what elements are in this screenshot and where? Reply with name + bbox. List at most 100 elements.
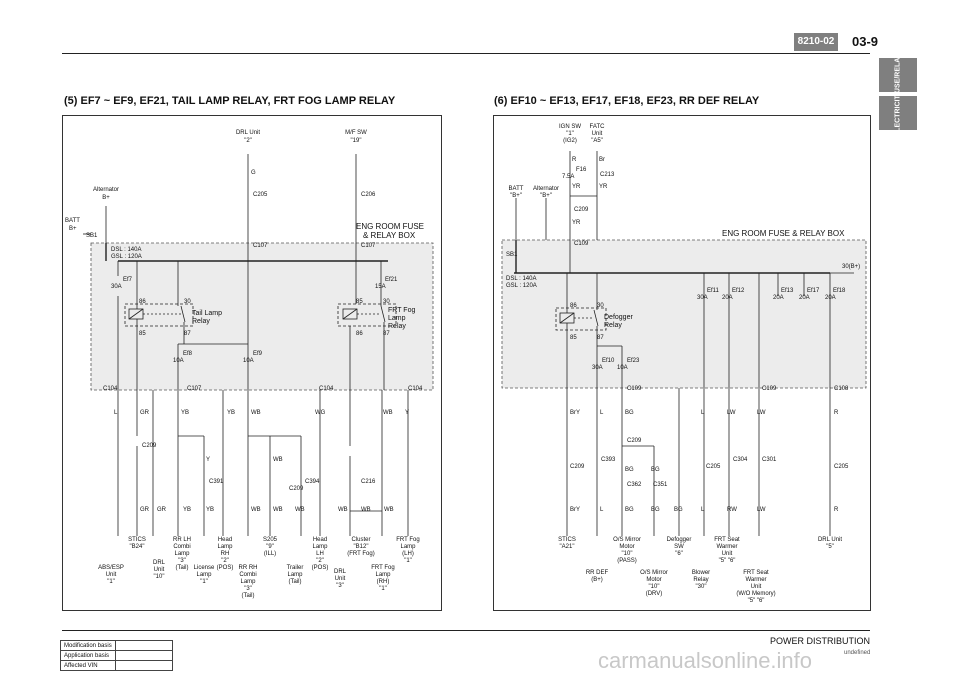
svg-text:"1": "1" bbox=[200, 579, 208, 585]
ef7-label: Ef7 bbox=[123, 277, 133, 283]
r-wire-yr-3: YR bbox=[572, 220, 581, 226]
wire-wb-5: WB bbox=[295, 507, 305, 513]
right-sb1-label: SB1 bbox=[506, 252, 518, 258]
ign-sw-pin: "1" bbox=[566, 131, 574, 137]
svg-text:Unit: Unit bbox=[106, 572, 117, 578]
svg-text:Head: Head bbox=[218, 537, 232, 543]
svg-text:(POS): (POS) bbox=[217, 565, 234, 571]
c213-label: C213 bbox=[600, 172, 615, 178]
svg-text:RR DEF: RR DEF bbox=[586, 570, 609, 576]
svg-text:"30": "30" bbox=[696, 584, 707, 590]
ef10-label: Ef10 bbox=[602, 358, 615, 364]
svg-text:(FRT Fog): (FRT Fog) bbox=[347, 551, 374, 557]
ef23-amp: 10A bbox=[617, 365, 628, 371]
ef21-amp: 15A bbox=[375, 284, 386, 290]
tail-relay-label-2: Relay bbox=[192, 318, 210, 325]
svg-text:RH: RH bbox=[221, 551, 230, 557]
pin-86: 86 bbox=[139, 299, 146, 305]
svg-text:Trailer: Trailer bbox=[287, 565, 304, 571]
svg-text:(LH): (LH) bbox=[402, 551, 414, 557]
svg-text:"5" "6": "5" "6" bbox=[719, 558, 736, 564]
c109-label-r2: C109 bbox=[627, 386, 642, 392]
side-tab-electricity[interactable]: ELECTRICITY bbox=[879, 90, 917, 136]
svg-text:"10": "10" bbox=[622, 551, 633, 557]
svg-text:"10": "10" bbox=[154, 574, 165, 580]
fog-relay-label-2: Lamp bbox=[388, 315, 406, 322]
ef7-amp: 30A bbox=[111, 284, 122, 290]
svg-text:Combi: Combi bbox=[239, 572, 256, 578]
ign-sw-ig2: (IG2) bbox=[563, 138, 577, 144]
svg-text:(Tail): (Tail) bbox=[242, 593, 255, 599]
drl-unit-pin: "2" bbox=[244, 138, 252, 144]
svg-text:RR LH: RR LH bbox=[173, 537, 191, 543]
r-wire-bg-6: BG bbox=[674, 507, 683, 513]
wire-wb-3: WB bbox=[251, 507, 261, 513]
wire-g: G bbox=[251, 170, 256, 176]
right-bottom-components: STICS"A21" RR DEF(B+) O/S MirrorMotor"10… bbox=[558, 537, 842, 604]
svg-text:FRT Fog: FRT Fog bbox=[371, 565, 394, 571]
svg-text:Warmer: Warmer bbox=[716, 544, 737, 550]
right-dsl-label: DSL : 140A bbox=[506, 276, 536, 282]
r-wire-l-3: L bbox=[701, 410, 705, 416]
svg-text:"1": "1" bbox=[404, 558, 412, 564]
r-wire-l: L bbox=[600, 410, 604, 416]
r-wire-bg-4: BG bbox=[625, 507, 634, 513]
r-wire-r-2: R bbox=[834, 410, 839, 416]
wire-wb-2: WB bbox=[383, 410, 393, 416]
svg-text:RR RH: RR RH bbox=[239, 565, 258, 571]
svg-text:(ILL): (ILL) bbox=[264, 551, 276, 557]
ef23-label: Ef23 bbox=[627, 358, 640, 364]
f16-amp: 7.5A bbox=[562, 174, 574, 180]
ef17-label: Ef17 bbox=[807, 288, 820, 294]
fatc-unit: Unit bbox=[592, 131, 603, 137]
svg-text:(B+): (B+) bbox=[591, 577, 603, 583]
c107-label-2: C107 bbox=[361, 243, 376, 249]
r-wire-lw: LW bbox=[727, 410, 736, 416]
wire-yb: YB bbox=[181, 410, 189, 416]
svg-text:FRT Seat: FRT Seat bbox=[714, 537, 740, 543]
c104-label: C104 bbox=[103, 386, 118, 392]
ef18-label: Ef18 bbox=[833, 288, 846, 294]
r-wire-rw: RW bbox=[727, 507, 737, 513]
svg-text:ABS/ESP: ABS/ESP bbox=[98, 565, 124, 571]
c107-label-3: C107 bbox=[187, 386, 202, 392]
fog-relay-label-3: Relay bbox=[388, 323, 406, 330]
ign-sw-label: IGN SW bbox=[559, 124, 581, 130]
svg-text:"3": "3" bbox=[244, 586, 252, 592]
svg-text:O/S Mirror: O/S Mirror bbox=[640, 570, 668, 576]
svg-text:Motor: Motor bbox=[619, 544, 634, 550]
side-tab-fuse-relay[interactable]: FUSE/RELAY bbox=[879, 53, 917, 97]
svg-text:(Tail): (Tail) bbox=[176, 565, 189, 571]
r-wire-bg-3: BG bbox=[651, 467, 660, 473]
svg-text:"2": "2" bbox=[316, 558, 324, 564]
drl-unit-label: DRL Unit bbox=[236, 130, 260, 136]
stics-b24: STICS"B24" bbox=[128, 537, 146, 550]
undefined-note: undefined bbox=[844, 650, 871, 656]
svg-text:DRL Unit: DRL Unit bbox=[818, 537, 842, 543]
header-rule bbox=[62, 53, 870, 54]
fog-relay-label: FRT Fog bbox=[388, 307, 415, 314]
wire-y: Y bbox=[405, 410, 409, 416]
svg-text:"9": "9" bbox=[266, 544, 274, 550]
wire-yb-2: YB bbox=[227, 410, 235, 416]
defogger-relay-label: Defogger bbox=[604, 314, 633, 321]
c209-label: C209 bbox=[142, 443, 157, 449]
svg-text:(Tail): (Tail) bbox=[289, 579, 302, 585]
wire-wb-8: WB bbox=[384, 507, 394, 513]
wire-y-2: Y bbox=[206, 457, 210, 463]
svg-text:"3": "3" bbox=[178, 558, 186, 564]
svg-text:Lamp: Lamp bbox=[400, 544, 416, 550]
svg-text:S205: S205 bbox=[263, 537, 278, 543]
r-pin-87: 87 bbox=[597, 335, 604, 341]
right-alt-pin: "B+" bbox=[540, 193, 552, 199]
wire-yb-4: YB bbox=[206, 507, 214, 513]
